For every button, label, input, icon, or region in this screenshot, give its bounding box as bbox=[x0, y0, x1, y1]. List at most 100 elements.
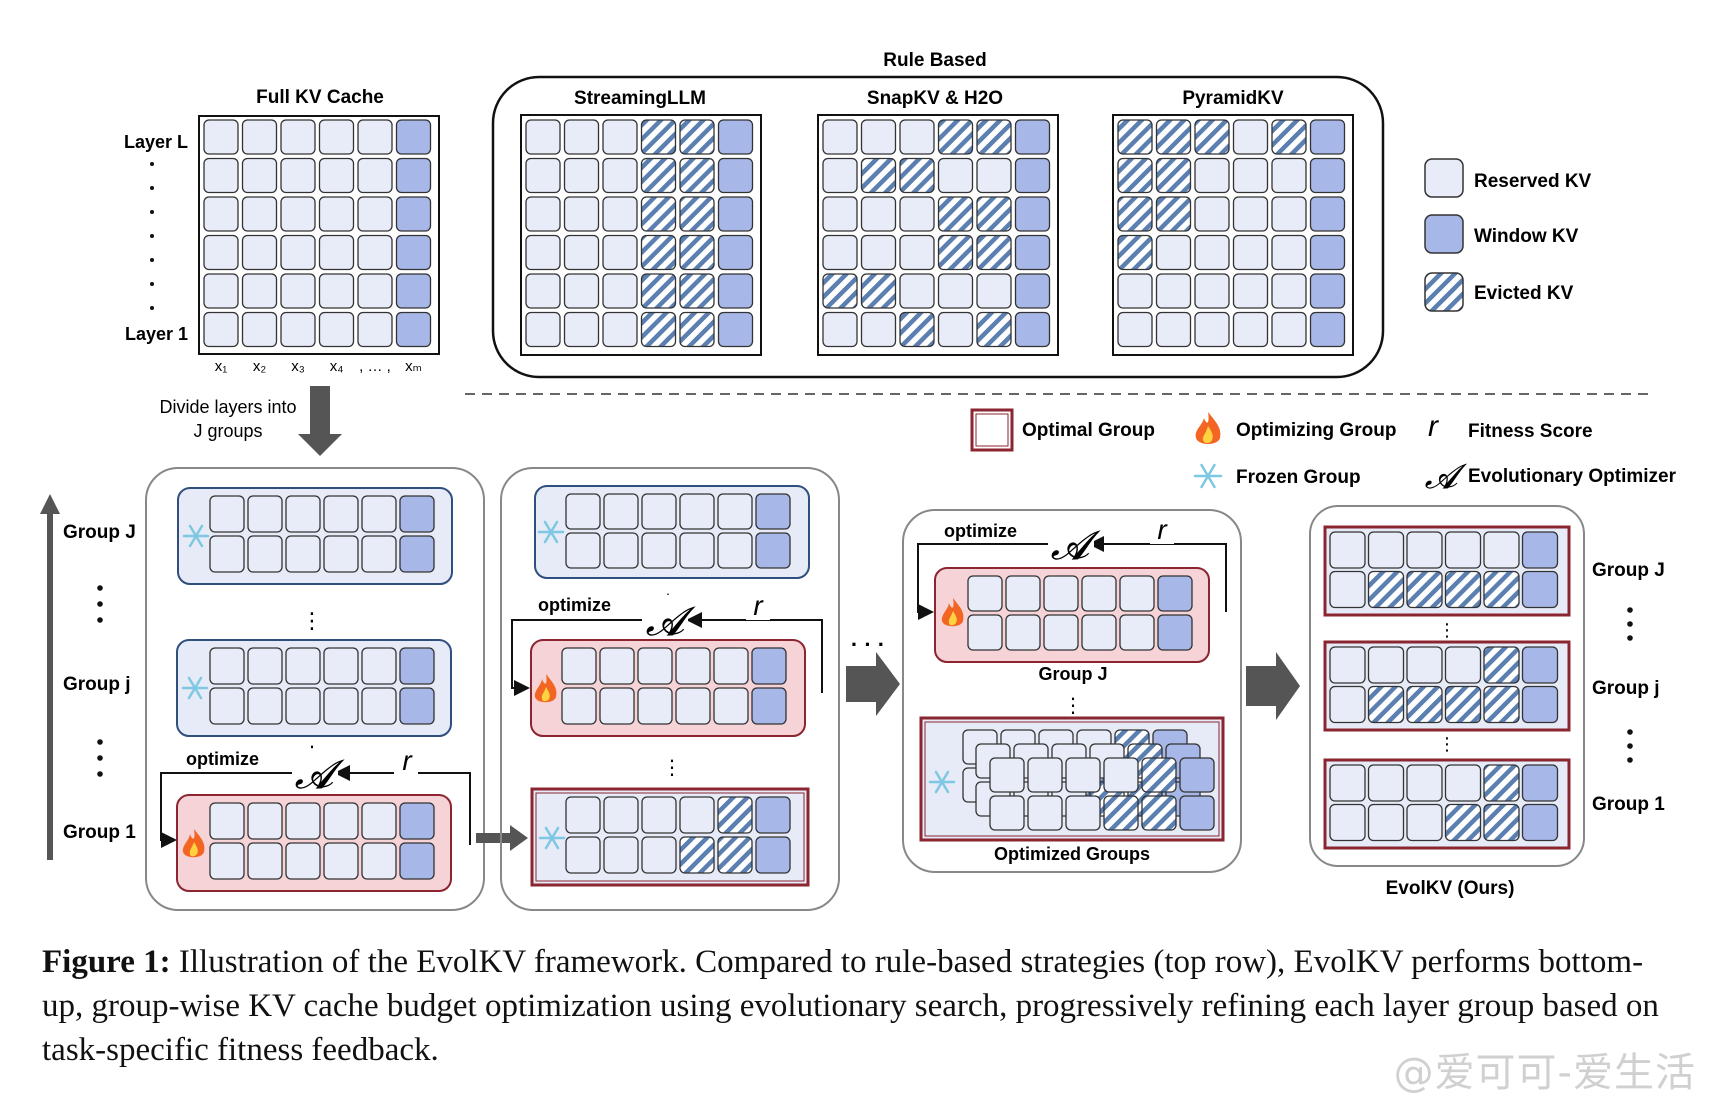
evicted-kv-cell bbox=[1117, 196, 1153, 232]
reserved-kv-cell bbox=[563, 119, 600, 155]
reserved-kv-cell bbox=[717, 493, 753, 530]
svg-text:⋮: ⋮ bbox=[1438, 734, 1456, 754]
evicted-kv-cell bbox=[976, 311, 1012, 348]
frozen-group-label: Frozen Group bbox=[1236, 467, 1361, 488]
evicted-kv-cell bbox=[937, 196, 974, 232]
reserved-kv-cell bbox=[1119, 614, 1155, 651]
reserved-kv-cell bbox=[1065, 795, 1101, 831]
group-axis: Group J Group j Group 1 bbox=[40, 494, 136, 860]
reserved-kv-cell bbox=[209, 687, 245, 725]
evicted-kv-cell bbox=[1155, 196, 1192, 232]
reserved-kv-cell bbox=[1155, 273, 1192, 309]
reserved-kv-cell bbox=[357, 273, 393, 309]
window-kv-cell bbox=[717, 273, 754, 309]
reserved-kv-cell bbox=[285, 687, 321, 725]
reserved-kv-cell bbox=[1329, 764, 1366, 802]
reserved-kv-cell bbox=[1406, 803, 1443, 842]
final-group-1-label: Group 1 bbox=[1592, 794, 1665, 815]
reserved-kv-cell bbox=[361, 687, 397, 725]
reserved-kv-cell bbox=[1194, 157, 1230, 194]
reserved-kv-cell bbox=[937, 157, 974, 194]
reserved-kv-cell bbox=[822, 196, 858, 232]
reserved-kv-cell bbox=[247, 647, 283, 685]
optimizing-group-label: Optimizing Group bbox=[1236, 420, 1396, 441]
reserved-kv-cell bbox=[1027, 757, 1063, 793]
fire-icon bbox=[534, 674, 557, 703]
reserved-kv-cell bbox=[565, 836, 601, 874]
reserved-kv-cell bbox=[1103, 757, 1139, 793]
reserved-kv-cell bbox=[209, 647, 245, 685]
evicted-kv-cell bbox=[717, 796, 753, 834]
reserved-kv-cell bbox=[1271, 196, 1307, 232]
reserved-kv-cell bbox=[241, 234, 278, 271]
full-kv-grid bbox=[203, 119, 432, 348]
reserved-kv-cell bbox=[357, 234, 393, 271]
reserved-kv-cell bbox=[976, 157, 1012, 194]
token-label: xₘ bbox=[405, 358, 422, 375]
reserved-kv-cell bbox=[822, 119, 858, 155]
stage3-to-final-arrow bbox=[1246, 652, 1300, 720]
optimized-groups-label: Optimized Groups bbox=[994, 844, 1150, 864]
evicted-kv-cell bbox=[1367, 685, 1405, 724]
reserved-kv-cell bbox=[603, 493, 639, 530]
window-kv-cell bbox=[395, 157, 432, 194]
window-kv-cell bbox=[1157, 614, 1193, 651]
evicted-kv-cell bbox=[822, 273, 858, 309]
reserved-kv-cell bbox=[1155, 311, 1192, 348]
reserved-kv-cell bbox=[357, 196, 393, 232]
window-kv-cell bbox=[399, 687, 435, 725]
reserved-kv-cell bbox=[713, 647, 749, 685]
snowflake-icon bbox=[538, 826, 566, 850]
caption-label: Figure 1: bbox=[42, 944, 171, 980]
reserved-kv-cell bbox=[1232, 157, 1269, 194]
reserved-kv-cell bbox=[717, 532, 753, 569]
reserved-kv-cell bbox=[1367, 531, 1405, 569]
window-kv-cell bbox=[1521, 685, 1559, 724]
axis-group-J: Group J bbox=[63, 522, 136, 543]
fitness-symbol: r bbox=[1428, 410, 1439, 443]
streamingllm-frame bbox=[520, 114, 762, 356]
evicted-kv-cell bbox=[679, 273, 715, 309]
watermark: @爱可可-爱生活 bbox=[1393, 1050, 1696, 1096]
reserved-kv-cell bbox=[860, 196, 897, 232]
reserved-kv-cell bbox=[899, 196, 935, 232]
reserved-kv-cell bbox=[563, 234, 600, 271]
reserved-kv-cell bbox=[525, 234, 561, 271]
pyramidkv-grid bbox=[1117, 119, 1346, 348]
reserved-kv-cell bbox=[989, 795, 1025, 831]
reserved-kv-cell bbox=[247, 535, 283, 573]
window-kv-cell bbox=[717, 234, 754, 271]
method-title-streamingllm: StreamingLLM bbox=[574, 88, 706, 109]
reserved-kv-cell bbox=[1194, 196, 1230, 232]
window-kv-cell bbox=[1521, 803, 1559, 842]
reserved-kv-cell bbox=[561, 647, 597, 685]
window-kv-cell bbox=[1179, 757, 1215, 793]
reserved-kv-cell bbox=[561, 687, 597, 725]
reserved-kv-cell bbox=[318, 157, 355, 194]
reserved-kv-cell bbox=[679, 532, 715, 569]
reserved-kv-cell bbox=[637, 647, 673, 685]
snapkv-frame bbox=[817, 114, 1059, 356]
reserved-kv-cell bbox=[1081, 575, 1117, 612]
reserved-kv-cell bbox=[641, 532, 677, 569]
stage2-optimizer-symbol: 𝓐 bbox=[646, 600, 697, 644]
reserved-kv-cell bbox=[1232, 196, 1269, 232]
streamingllm-grid bbox=[525, 119, 754, 348]
evicted-kv-cell bbox=[1444, 685, 1482, 724]
svg-text:⋮: ⋮ bbox=[1438, 620, 1456, 640]
snowflake-icon bbox=[181, 676, 209, 700]
reserved-kv-cell bbox=[241, 273, 278, 309]
evicted-kv-cell bbox=[1444, 803, 1482, 842]
reserved-kv-cell bbox=[1329, 531, 1366, 569]
reserved-kv-cell bbox=[899, 234, 935, 271]
reserved-kv-cell bbox=[675, 687, 711, 725]
stage3-group-J-label: Group J bbox=[1038, 664, 1107, 684]
evicted-kv-cell bbox=[679, 196, 715, 232]
stage2-fitness-symbol: r bbox=[753, 590, 764, 621]
reserved-kv-cell bbox=[1043, 614, 1079, 651]
snowflake-icon bbox=[182, 524, 210, 548]
evicted-kv-cell bbox=[976, 196, 1012, 232]
window-kv-cell bbox=[717, 311, 754, 348]
evicted-kv-cell bbox=[1483, 764, 1520, 802]
